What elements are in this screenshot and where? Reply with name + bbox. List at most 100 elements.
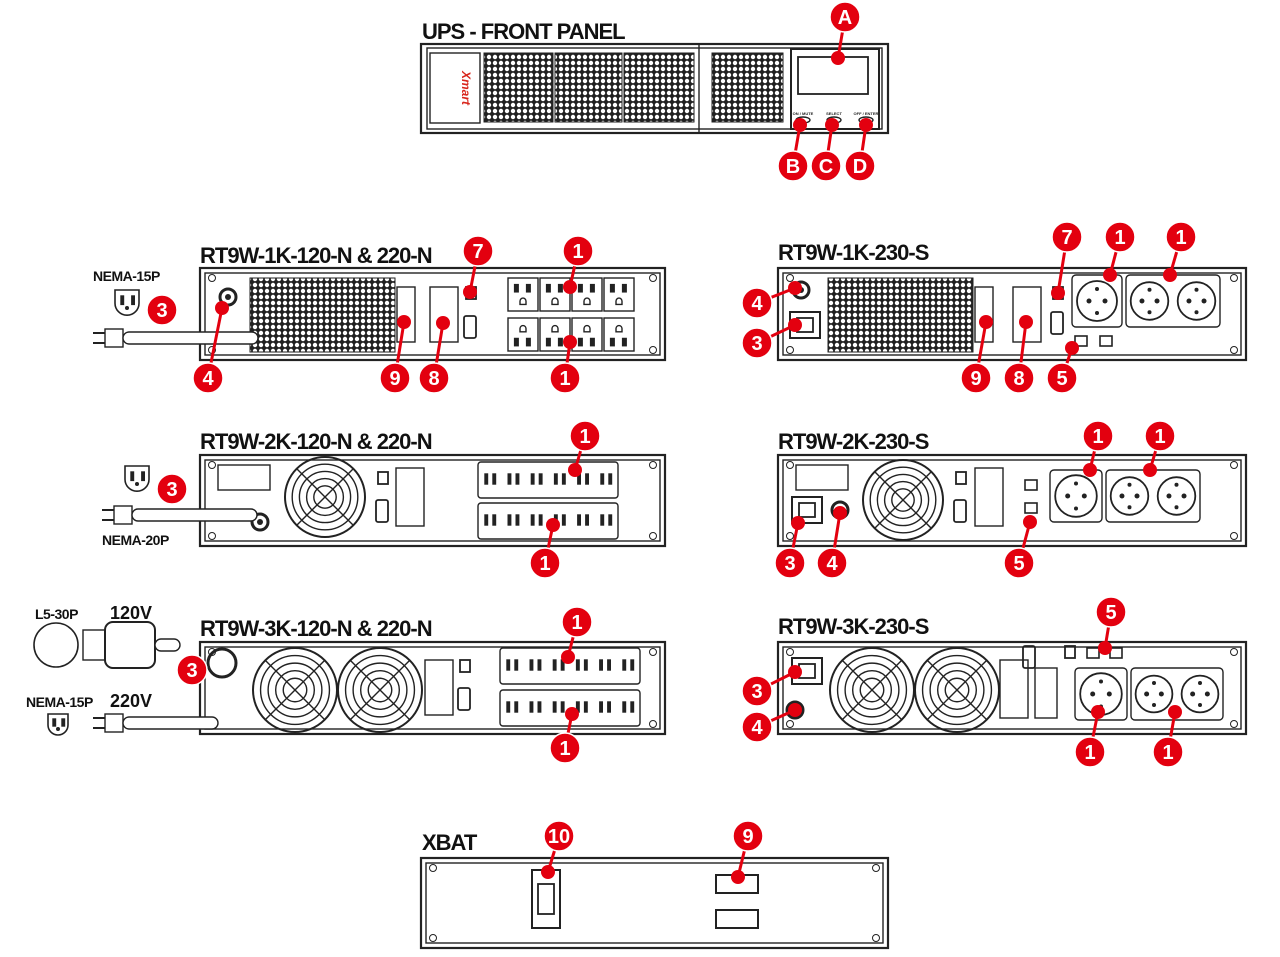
vent-grille xyxy=(827,277,974,353)
voltage-label-120v: 120V xyxy=(110,603,152,623)
schuko-outlet-icon xyxy=(1076,280,1118,322)
fan-guard-bar xyxy=(842,660,902,720)
outlet-slot xyxy=(608,514,613,526)
screw-icon xyxy=(208,461,216,469)
fan-guard-ring xyxy=(344,654,416,726)
outlet-pin-hole xyxy=(1198,680,1202,685)
breaker-center xyxy=(225,294,231,300)
callout-label: 4 xyxy=(751,293,763,315)
plug-body xyxy=(104,713,124,733)
outlet-pin-hole xyxy=(1095,287,1099,291)
callout-circle xyxy=(829,1,861,33)
ground-hole xyxy=(519,297,527,306)
callout-badge: 4 xyxy=(816,506,848,579)
callout-badge: 5 xyxy=(1046,341,1079,394)
fan-icon xyxy=(862,459,944,541)
power-cord xyxy=(154,638,181,652)
outlet-slot xyxy=(621,283,627,293)
outlet-pin-hole xyxy=(1174,505,1179,510)
fan-guard-ring xyxy=(836,654,908,726)
db9-port-icon xyxy=(953,499,967,523)
callout-label: 4 xyxy=(202,368,214,390)
callout-badge: 1 xyxy=(1143,420,1176,477)
schuko-outlet-group xyxy=(1074,667,1128,721)
callout-circle xyxy=(562,235,594,267)
screw-icon xyxy=(786,346,794,354)
iec-inlet-icon xyxy=(791,496,823,524)
callout-label: 9 xyxy=(742,826,753,848)
nema-15p-plug-icon xyxy=(114,289,140,316)
callout-circle xyxy=(741,327,773,359)
callout-circle xyxy=(549,732,581,764)
callout-badge: 3 xyxy=(146,294,178,326)
rear-panel-1k-230 xyxy=(776,266,1248,362)
callout-badge: 1 xyxy=(1082,420,1114,477)
callout-dot xyxy=(859,118,873,132)
outlet-slot xyxy=(515,514,520,526)
outlet-pin-hole xyxy=(1134,493,1140,499)
outlet-pin-hole xyxy=(1194,310,1199,315)
db9-port-icon xyxy=(375,499,389,523)
callout-circle xyxy=(774,547,806,579)
front-panel-title: UPS - FRONT PANEL xyxy=(422,19,625,44)
callout-circle xyxy=(732,820,764,852)
screw-icon xyxy=(786,648,794,656)
callout-label: 7 xyxy=(1061,227,1072,249)
callout-badge: 4 xyxy=(741,281,802,319)
schuko-outlet-group xyxy=(1071,274,1123,328)
outlet-slot xyxy=(484,514,489,526)
callout-label: 5 xyxy=(1056,368,1067,390)
outlet-slot xyxy=(589,337,595,347)
outlet-slot xyxy=(507,473,512,485)
fan-guard-ring xyxy=(352,662,408,718)
callout-dot xyxy=(788,318,802,332)
callout-dot xyxy=(833,506,847,520)
outlet-slot xyxy=(515,473,520,485)
callout-label: 3 xyxy=(751,681,762,703)
schuko-outlet-icon xyxy=(1129,281,1170,321)
callout-label: 4 xyxy=(826,553,838,575)
fan-guard-ring xyxy=(298,470,352,524)
anderson-connector-icon xyxy=(715,909,759,929)
rear-panel-2k-230 xyxy=(776,453,1248,548)
callout-circle xyxy=(1144,420,1176,452)
callout-dot xyxy=(1091,705,1105,719)
panel-title-3k-230: RT9W-3K-230-S xyxy=(778,614,929,639)
outlet-slot xyxy=(560,701,565,713)
fan-guard-ring xyxy=(313,485,337,509)
callout-label: 9 xyxy=(389,368,400,390)
ground-hole xyxy=(551,297,559,306)
fan-guard-ring xyxy=(305,477,345,517)
circuit-breaker-icon xyxy=(785,700,805,720)
outlet-pin-hole xyxy=(1154,298,1160,304)
screw-icon xyxy=(786,274,794,282)
plug-prongs xyxy=(93,332,105,344)
outlet-slot xyxy=(609,283,615,293)
callout-label: A xyxy=(838,7,852,29)
callout-dot xyxy=(563,280,577,294)
plug-slot xyxy=(61,718,66,727)
fan-guard-bar xyxy=(296,468,354,526)
callout-label: 1 xyxy=(1154,426,1165,448)
outlet-slot xyxy=(607,659,611,671)
screw-icon xyxy=(1230,532,1238,540)
outlet-pin-hole xyxy=(1198,703,1202,708)
callout-badge: 3 xyxy=(741,318,802,359)
fan-guard-bar xyxy=(350,660,410,720)
callout-circle xyxy=(1003,362,1035,394)
callout-label: C xyxy=(819,156,833,178)
outlet-pin-hole xyxy=(1201,298,1207,304)
callout-circle xyxy=(1095,596,1127,628)
callout-badge: 8 xyxy=(418,316,450,394)
front-vent-grille xyxy=(554,52,623,123)
outlet-slot xyxy=(530,514,535,526)
callout-dot xyxy=(825,118,839,132)
vent-grille xyxy=(249,277,396,353)
usb-port-icon xyxy=(955,471,967,485)
outlet-pin-hole xyxy=(1152,680,1156,685)
callout-dot xyxy=(731,870,745,884)
xbat-rear-panel-inner xyxy=(425,862,884,944)
screw-icon xyxy=(208,274,216,282)
schuko-outlet-icon xyxy=(1176,281,1217,321)
power-cord xyxy=(122,716,219,730)
